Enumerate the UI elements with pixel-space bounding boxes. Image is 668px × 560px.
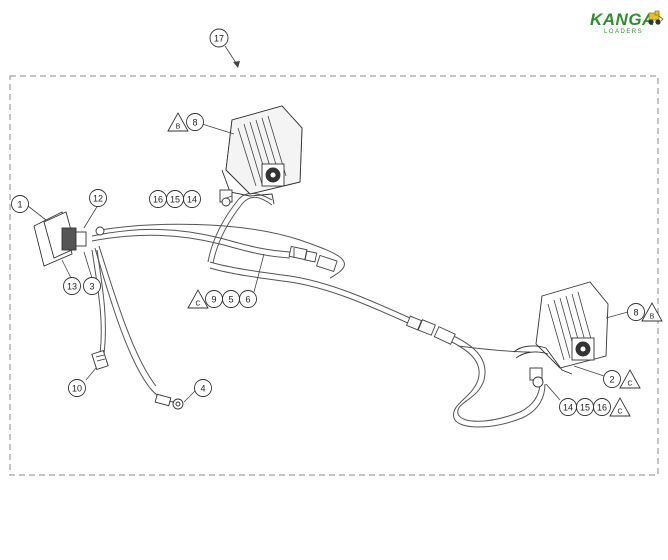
svg-text:16: 16	[153, 195, 163, 205]
svg-text:B: B	[176, 124, 181, 131]
assembly-boundary	[9, 75, 659, 476]
ring-terminal	[154, 393, 184, 410]
svg-text:14: 14	[187, 195, 197, 205]
svg-text:15: 15	[580, 403, 590, 413]
svg-text:C: C	[617, 409, 622, 416]
callout-4: 4	[194, 379, 212, 397]
switch-assembly	[33, 211, 105, 267]
svg-text:16: 16	[597, 403, 607, 413]
svg-text:8: 8	[192, 118, 197, 128]
svg-text:6: 6	[245, 295, 250, 305]
svg-text:C: C	[195, 301, 200, 308]
revision-flag-c-bottom: C	[609, 397, 631, 417]
callout-3: 3	[83, 277, 101, 295]
callout-16-lower: 16	[593, 398, 611, 416]
svg-text:13: 13	[67, 282, 77, 292]
svg-text:12: 12	[93, 194, 103, 204]
callout-5: 5	[222, 290, 240, 308]
svg-text:B: B	[650, 314, 655, 321]
callout-13: 13	[63, 277, 81, 295]
callout-2: 2	[603, 370, 621, 388]
callout-17: 17	[209, 28, 240, 68]
callout-8-upper: 8	[186, 113, 204, 131]
callout-1: 1	[11, 195, 29, 213]
logo-wordmark: KANGA	[590, 10, 655, 29]
revision-flag-b-lower: B	[641, 302, 663, 322]
fuse-holder	[91, 349, 109, 371]
revision-flag-b-upper: B	[167, 112, 189, 132]
callout-12: 12	[89, 189, 107, 207]
work-lamp-lower	[513, 281, 609, 388]
revision-flag-c-mid: C	[187, 289, 209, 309]
svg-text:C: C	[627, 381, 632, 388]
callout-10: 10	[68, 379, 86, 397]
leader-lines	[27, 123, 629, 403]
callout-16-upper: 16	[149, 190, 167, 208]
revision-flags: B B C C C	[167, 112, 663, 417]
svg-text:15: 15	[170, 195, 180, 205]
callout-15-upper: 15	[166, 190, 184, 208]
callout-6: 6	[239, 290, 257, 308]
logo-subtitle: LOADERS	[604, 29, 644, 35]
svg-text:1: 1	[17, 200, 22, 210]
svg-text:14: 14	[563, 403, 573, 413]
svg-text:17: 17	[214, 34, 224, 44]
callout-14-lower: 14	[559, 398, 577, 416]
svg-text:9: 9	[211, 295, 216, 305]
work-lamp-upper	[219, 105, 303, 207]
svg-text:10: 10	[72, 384, 82, 394]
inline-connector-upper	[288, 245, 338, 273]
wiring-harness	[91, 192, 546, 428]
svg-text:2: 2	[609, 375, 614, 385]
inline-connector-lower	[405, 315, 456, 345]
callout-9: 9	[205, 290, 223, 308]
loader-icon	[648, 10, 664, 25]
callout-bubbles: 1 12 13 3 10 4 8 16 15 14 9 5 6 8 2 14 1…	[11, 113, 645, 416]
revision-flag-c-right: C	[619, 369, 641, 389]
svg-text:8: 8	[633, 308, 638, 318]
callout-8-lower: 8	[627, 303, 645, 321]
svg-text:5: 5	[228, 295, 233, 305]
kanga-logo: KANGA LOADERS	[590, 8, 664, 38]
callout-15-lower: 15	[576, 398, 594, 416]
callout-14-upper: 14	[183, 190, 201, 208]
svg-text:3: 3	[89, 282, 94, 292]
svg-text:4: 4	[200, 384, 205, 394]
